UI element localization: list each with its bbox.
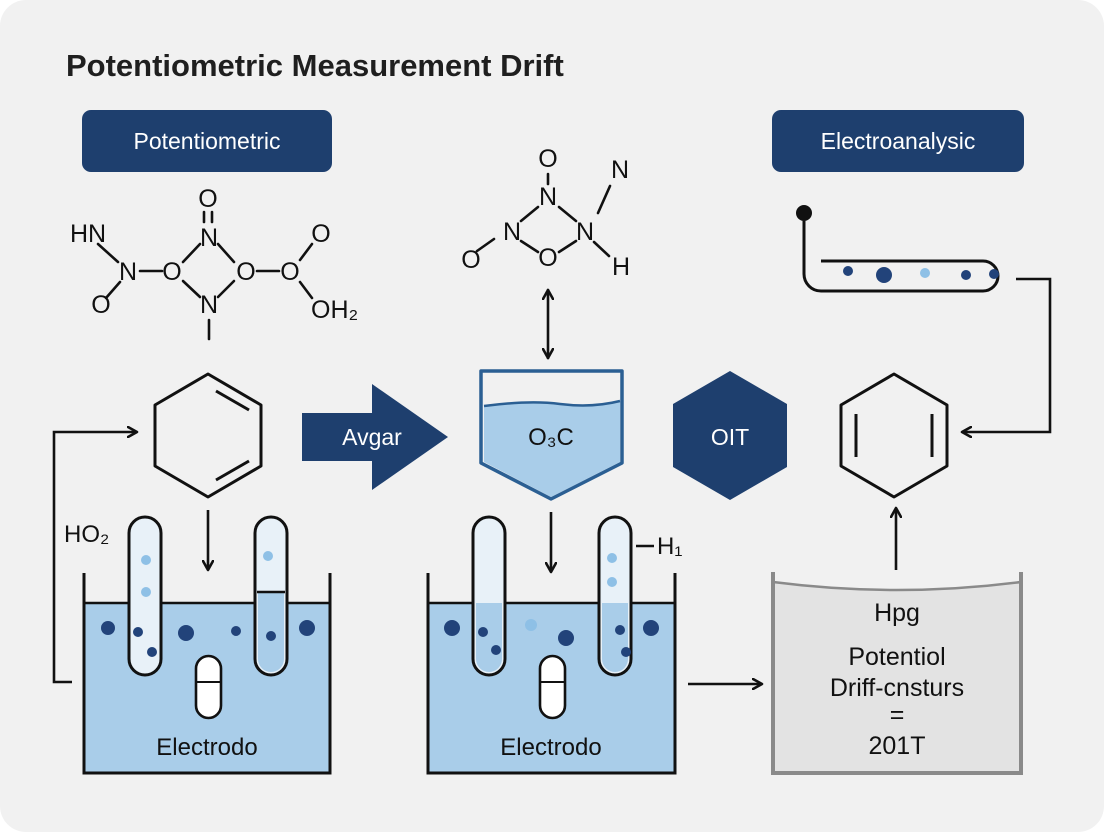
beaker (479, 369, 624, 501)
left-molecule (96, 210, 314, 341)
left-mol-o: O (236, 258, 255, 286)
process-arrow (302, 384, 448, 490)
mid-mol-n: N (539, 183, 557, 211)
mid-mol-o: O (538, 244, 557, 272)
result-line-1: Hpg (874, 599, 920, 627)
process-arrow-label: Avgar (342, 424, 402, 450)
left-mol-o: O (162, 258, 181, 286)
left-header-badge: Potentiometric (82, 110, 332, 172)
middle-tank-label: Electrodo (500, 734, 601, 761)
middle-electrochemical-tank (426, 515, 677, 775)
left-mol-o: O (91, 291, 110, 319)
result-line-5: 201T (869, 732, 926, 760)
left-benzene-ring (153, 372, 263, 499)
left-electrochemical-tank (82, 515, 332, 775)
mid-mol-h: H (612, 253, 630, 281)
left-tank-label: Electrodo (156, 734, 257, 761)
tube-marker-label: H₁ (657, 533, 682, 560)
mid-mol-n: N (503, 218, 521, 246)
left-mol-o: O (198, 185, 217, 213)
result-line-3: Driff-cnsturs (830, 674, 964, 702)
feedback-arrow-left (52, 432, 137, 684)
right-benzene-ring (839, 372, 949, 499)
mid-mol-n: N (576, 218, 594, 246)
beaker-label: O₃C (528, 424, 574, 451)
result-line-4: = (890, 701, 905, 729)
left-side-formula: HO₂ (64, 521, 109, 548)
mid-mol-o: O (538, 145, 557, 173)
left-mol-oh2: OH₂ (311, 296, 358, 324)
mid-mol-o: O (461, 246, 480, 274)
hexagon-label: OIT (711, 424, 749, 450)
left-mol-n: N (200, 291, 218, 319)
capillary-tube (796, 205, 1000, 293)
left-mol-n: N (119, 258, 137, 286)
arrow-tube-to-ring (962, 277, 1052, 432)
left-mol-o: O (280, 258, 299, 286)
middle-molecule (475, 172, 612, 360)
page-title: Potentiometric Measurement Drift (66, 48, 564, 83)
result-panel (771, 572, 1023, 775)
mid-mol-n: N (611, 156, 629, 184)
oit-hexagon (673, 371, 787, 500)
left-mol-o: O (311, 220, 330, 248)
left-mol-n: N (200, 224, 218, 252)
result-line-2: Potentiol (848, 643, 945, 671)
right-header-badge: Electroanalysic (772, 110, 1024, 172)
left-mol-hn: HN (70, 220, 106, 248)
